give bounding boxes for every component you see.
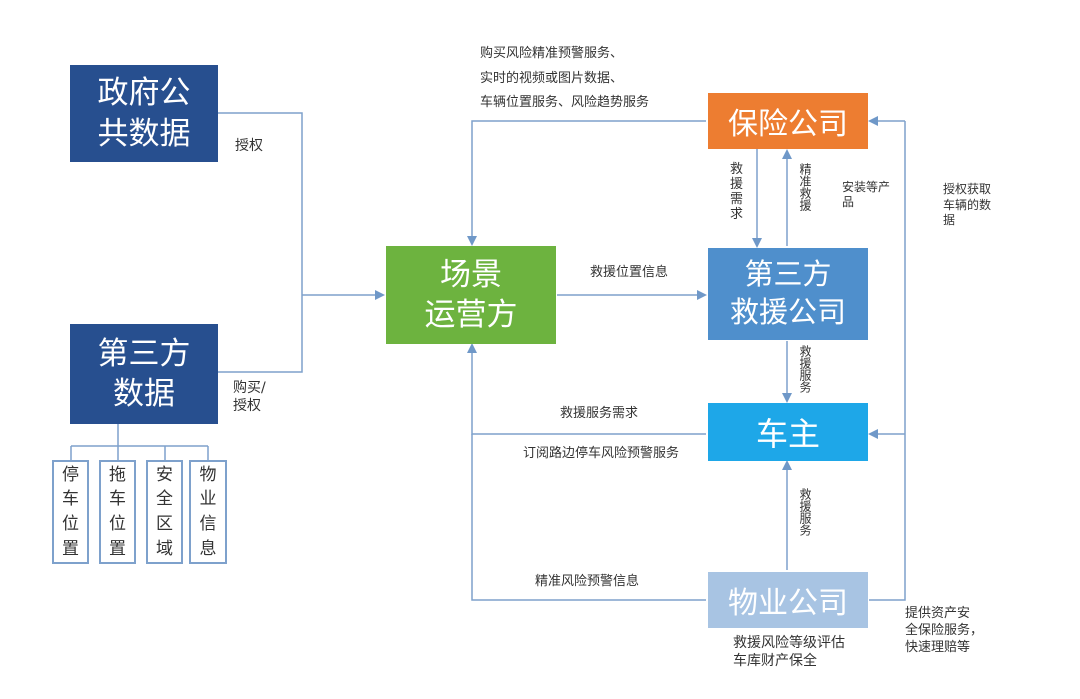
label-authorize: 授权 [235, 138, 263, 154]
label-rescue-service-vertical-2: 救援服务 [798, 488, 812, 536]
label-rescue-service-vertical-1: 救援服务 [798, 345, 812, 393]
right-bus [869, 121, 906, 601]
node-insurance-company: 保险公司 [708, 93, 868, 149]
sub-item-parking-location: 停 车 位 置 [52, 460, 89, 564]
insurance-to-scene-arrow [467, 120, 706, 246]
node-car-owner: 车主 [708, 403, 868, 461]
sub-item-property-info: 物 业 信 息 [189, 460, 227, 564]
label-property-eval: 救援风险等级评估 车库财产保全 [733, 635, 845, 670]
node-insurance-label: 保险公司 [728, 107, 848, 142]
node-scene-operator: 场景 运营方 [386, 246, 556, 344]
label-asset-security: 提供资产安 全保险服务， 快速理赔等 [905, 606, 984, 655]
node-rescue-company: 第三方 救援公司 [708, 248, 868, 340]
node-scene-label: 场景 运营方 [424, 256, 518, 333]
node-owner-label: 车主 [755, 415, 820, 453]
label-rescue-demand-vertical: 救 援 需 求 [730, 162, 744, 222]
gov-connector [218, 112, 303, 373]
label-insurance-services: 购买风险精准预警服务、 实时的视频或图片数据、 车辆位置服务、风险趋势服务 [480, 46, 650, 111]
sub-item-safe-zone: 安 全 区 域 [146, 460, 183, 564]
node-rescue-label: 第三方 救援公司 [729, 257, 846, 329]
label-buy-authorize: 购买/ 授权 [233, 380, 266, 414]
label-rescue-location: 救援位置信息 [590, 265, 669, 280]
label-subscribe-warning: 订阅路边停车风险预警服务 [523, 446, 680, 461]
label-precise-rescue-vertical: 精准救援 [798, 163, 812, 211]
sub-item-tow-location: 拖 车 位 置 [99, 460, 136, 564]
label-install-products: 安装等产 品 [842, 180, 891, 209]
node-gov-data: 政府公 共数据 [70, 65, 218, 162]
node-third-data-label: 第三方 数据 [97, 335, 191, 412]
property-to-scene-connector [471, 434, 706, 601]
label-rescue-demand: 救援服务需求 [560, 406, 639, 421]
node-property-company: 物业公司 [708, 572, 868, 628]
node-gov-label: 政府公 共数据 [97, 75, 191, 152]
node-property-label: 物业公司 [728, 586, 848, 621]
label-auth-vehicle-data: 授权获取 车辆的数 据 [943, 182, 992, 228]
label-precise-warning: 精准风险预警信息 [535, 574, 640, 589]
node-third-party-data: 第三方 数据 [70, 324, 218, 424]
